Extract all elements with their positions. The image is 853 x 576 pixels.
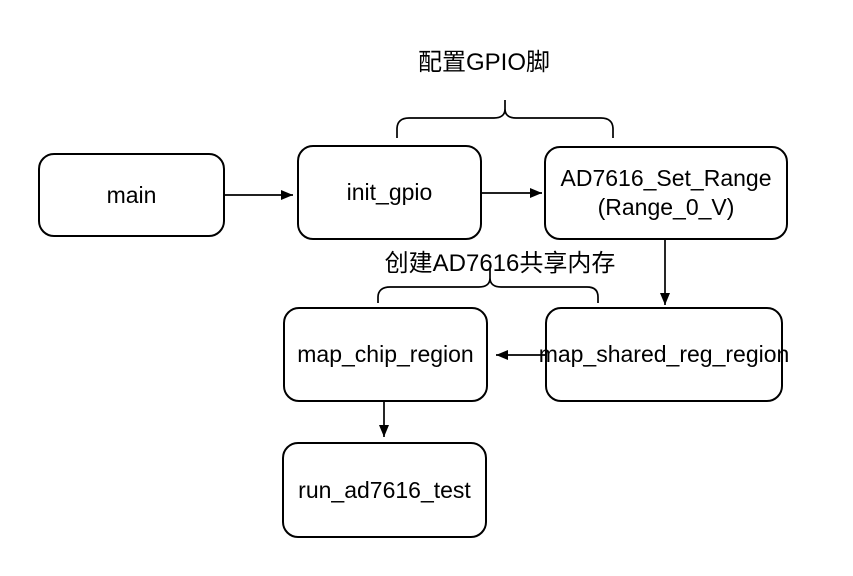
node-ad7616-set-range-label: AD7616_Set_Range	[560, 165, 772, 192]
node-map-shared-reg-region: map_shared_reg_region	[539, 307, 789, 402]
node-main: main	[38, 153, 225, 237]
node-run-ad7616-test-label: run_ad7616_test	[298, 476, 471, 503]
node-ad7616-set-range: AD7616_Set_Range (Range_0_V)	[544, 146, 788, 240]
node-ad7616-set-range-sublabel: (Range_0_V)	[597, 194, 735, 220]
node-main-label: main	[106, 181, 157, 208]
brace-gpio	[396, 100, 614, 138]
node-map-chip-region: map_chip_region	[283, 307, 488, 402]
brace-shared-mem	[377, 269, 599, 303]
group-label-create-shared-memory: 创建AD7616共享内存	[384, 250, 616, 277]
node-run-ad7616-test: run_ad7616_test	[282, 442, 487, 538]
group-label-configure-gpio: 配置GPIO脚	[417, 49, 551, 76]
node-map-shared-reg-region-label: map_shared_reg_region	[538, 341, 790, 368]
node-map-chip-region-label: map_chip_region	[297, 341, 474, 368]
node-init-gpio: init_gpio	[297, 145, 482, 240]
node-init-gpio-label: init_gpio	[346, 179, 433, 206]
